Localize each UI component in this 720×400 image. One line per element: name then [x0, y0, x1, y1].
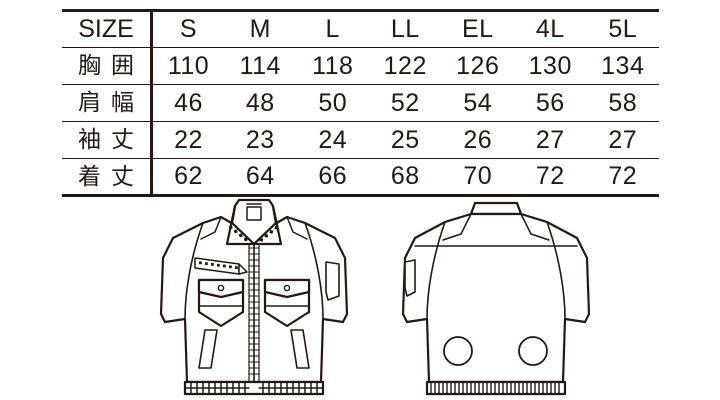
measurement-cell: 130: [514, 47, 587, 85]
measurement-cell: 25: [369, 121, 442, 159]
measurement-cell: 126: [441, 47, 514, 85]
measurement-cell: 52: [369, 84, 442, 122]
row-label-text: 胸囲: [78, 53, 144, 79]
measurement-cell: 48: [224, 84, 297, 122]
column-header-size: EL: [441, 9, 514, 48]
row-label-text: 肩幅: [78, 90, 144, 116]
measurement-cell: 56: [514, 84, 587, 122]
measurement-cell: 22: [151, 121, 224, 159]
jacket-front-illustration: [143, 196, 365, 400]
measurement-cell: 66: [296, 158, 369, 197]
header-size-label: SIZE: [62, 9, 153, 48]
column-header-size: L: [296, 9, 369, 48]
measurement-cell: 70: [441, 158, 514, 197]
column-header-size: LL: [369, 9, 442, 48]
measurement-cell: 68: [369, 158, 442, 197]
measurement-cell: 110: [151, 47, 224, 85]
measurement-cell: 54: [441, 84, 514, 122]
measurement-cell: 114: [224, 47, 297, 85]
measurement-cell: 58: [586, 84, 659, 122]
measurement-cell: 118: [296, 47, 369, 85]
measurement-cell: 122: [369, 47, 442, 85]
measurement-cell: 26: [441, 121, 514, 159]
measurement-cell: 27: [586, 121, 659, 159]
column-header-size: 5L: [586, 9, 659, 48]
column-header-size: M: [224, 9, 297, 48]
measurement-cell: 62: [151, 158, 224, 197]
measurement-cell: 64: [224, 158, 297, 197]
measurement-cell: 72: [586, 158, 659, 197]
measurement-cell: 46: [151, 84, 224, 122]
jacket-back-illustration: [385, 196, 607, 400]
row-label-shoulder-width: 肩幅: [62, 84, 153, 122]
measurement-cell: 27: [514, 121, 587, 159]
column-header-size: S: [151, 9, 224, 48]
measurement-cell: 72: [514, 158, 587, 197]
row-label-sleeve-length: 袖丈: [62, 121, 153, 159]
row-label-text: 着丈: [78, 163, 144, 190]
measurement-cell: 24: [296, 121, 369, 159]
column-header-size: 4L: [514, 9, 587, 48]
measurement-cell: 134: [586, 47, 659, 85]
row-label-text: 袖丈: [78, 127, 144, 153]
garment-illustrations: [0, 196, 720, 400]
row-label-garment-length: 着丈: [62, 158, 153, 197]
measurement-cell: 23: [224, 121, 297, 159]
row-label-chest: 胸囲: [62, 47, 153, 85]
measurement-cell: 50: [296, 84, 369, 122]
